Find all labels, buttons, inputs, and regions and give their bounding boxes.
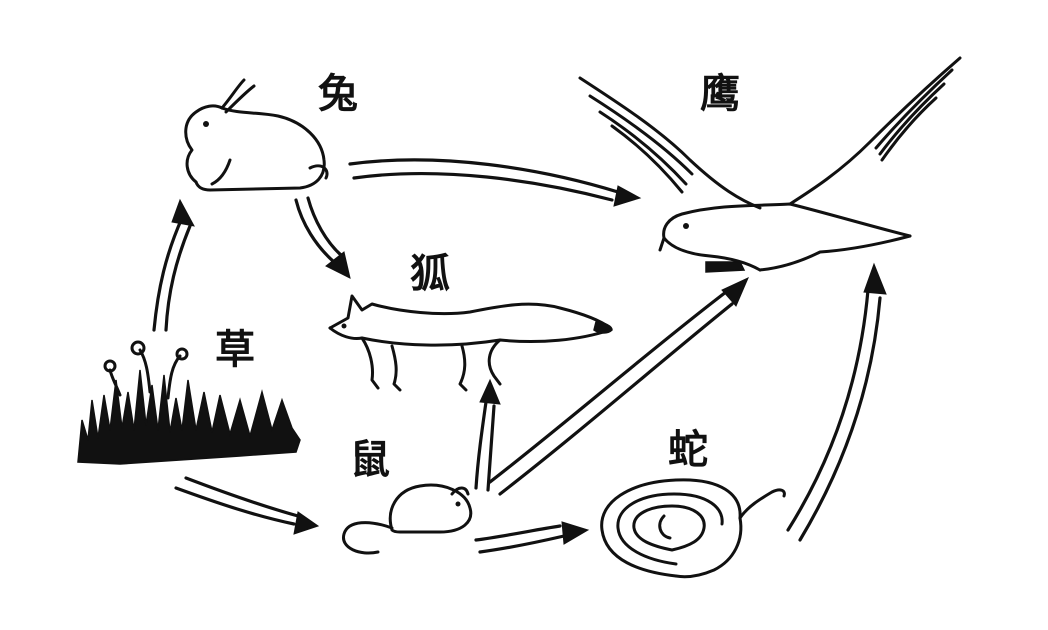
mouse-illustration (342, 483, 473, 555)
arrow-rabbit-to-eagle (348, 158, 642, 207)
arrow-mouse-to-eagle (488, 277, 749, 496)
grass-label: 草 (215, 326, 255, 373)
arrow-mouse-to-snake (474, 521, 590, 554)
rabbit-label: 兔 (318, 70, 358, 117)
rabbit-illustration (184, 78, 329, 192)
arrow-grass-to-rabbit (152, 198, 195, 332)
fox-illustration (328, 294, 613, 392)
arrow-snake-to-eagle (786, 262, 887, 542)
mouse-label: 鼠 (350, 436, 390, 483)
eagle-label: 鹰 (700, 70, 740, 117)
snake-illustration (600, 478, 786, 579)
grass-illustration (77, 340, 301, 465)
arrow-grass-to-mouse (174, 476, 320, 535)
eagle-illustration (578, 56, 962, 273)
fox-label: 狐 (410, 250, 450, 297)
arrow-rabbit-to-fox (294, 196, 351, 279)
arrow-mouse-to-fox (474, 378, 501, 492)
snake-label: 蛇 (668, 426, 708, 473)
